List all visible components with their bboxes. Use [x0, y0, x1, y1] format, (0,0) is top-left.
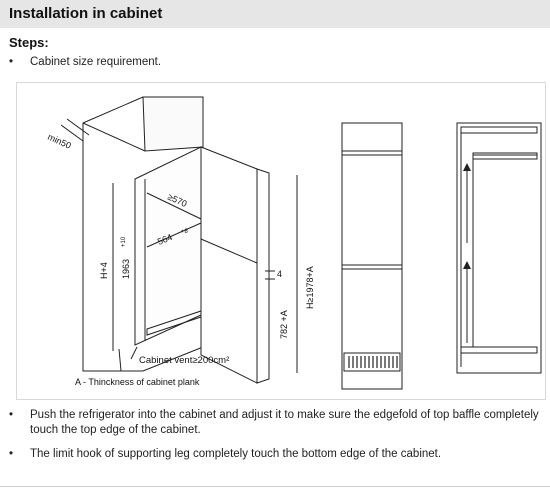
step-text: Cabinet size requirement. [30, 56, 162, 68]
label-thickness: A - Thinckness of cabinet plank [75, 377, 200, 387]
label-564-tol: +8 [181, 229, 189, 235]
cabinet-top-face [142, 96, 204, 152]
bottom-divider [0, 486, 550, 487]
steps-title: Steps: [9, 35, 49, 50]
label-782: 782 +A [279, 310, 289, 339]
diagram-svg: min50 ≥570 564 +8 H+4 1963 +10 4 782 +A … [46, 96, 542, 390]
thickness-pointer [118, 348, 122, 372]
vent-rail [146, 310, 202, 336]
cabinet-door [200, 146, 258, 384]
bullet-icon: • [9, 56, 14, 68]
cabinet-top-front [82, 122, 146, 152]
door-gap [200, 238, 258, 264]
side-top-band [460, 126, 538, 134]
label-vent: Cabinet vent≥200cm² [139, 355, 229, 366]
dim-570 [146, 192, 202, 220]
vent-pointer [130, 346, 138, 360]
bullet-icon: • [9, 409, 14, 421]
dim-min50-a [66, 118, 90, 136]
step-text: The limit hook of supporting leg complet… [30, 448, 442, 460]
air-arrow-head-2 [463, 261, 471, 269]
air-arrow-head-1 [463, 163, 471, 171]
door-right-panel [256, 168, 270, 384]
step-text: Push the refrigerator into the cabinet a… [30, 409, 539, 436]
front-elevation [341, 122, 403, 390]
section-title: Installation in cabinet [9, 5, 163, 22]
section-header: Installation in cabinet [0, 0, 550, 28]
label-h4: H+4 [99, 262, 109, 279]
side-shelf-1-hatch [472, 152, 538, 160]
bullet-icon: • [9, 448, 14, 460]
dim-min50-b [60, 124, 84, 142]
cabinet-diagram: min50 ≥570 564 +8 H+4 1963 +10 4 782 +A … [16, 82, 546, 400]
label-1963-tol: +10 [121, 236, 127, 247]
side-section [456, 122, 542, 374]
label-min50: min50 [46, 132, 72, 151]
dim-564 [146, 222, 202, 248]
label-4: 4 [277, 269, 282, 279]
front-vent-grille [343, 352, 401, 372]
label-1963: 1963 [121, 259, 131, 279]
label-1978: H≥1978+A [305, 266, 315, 309]
